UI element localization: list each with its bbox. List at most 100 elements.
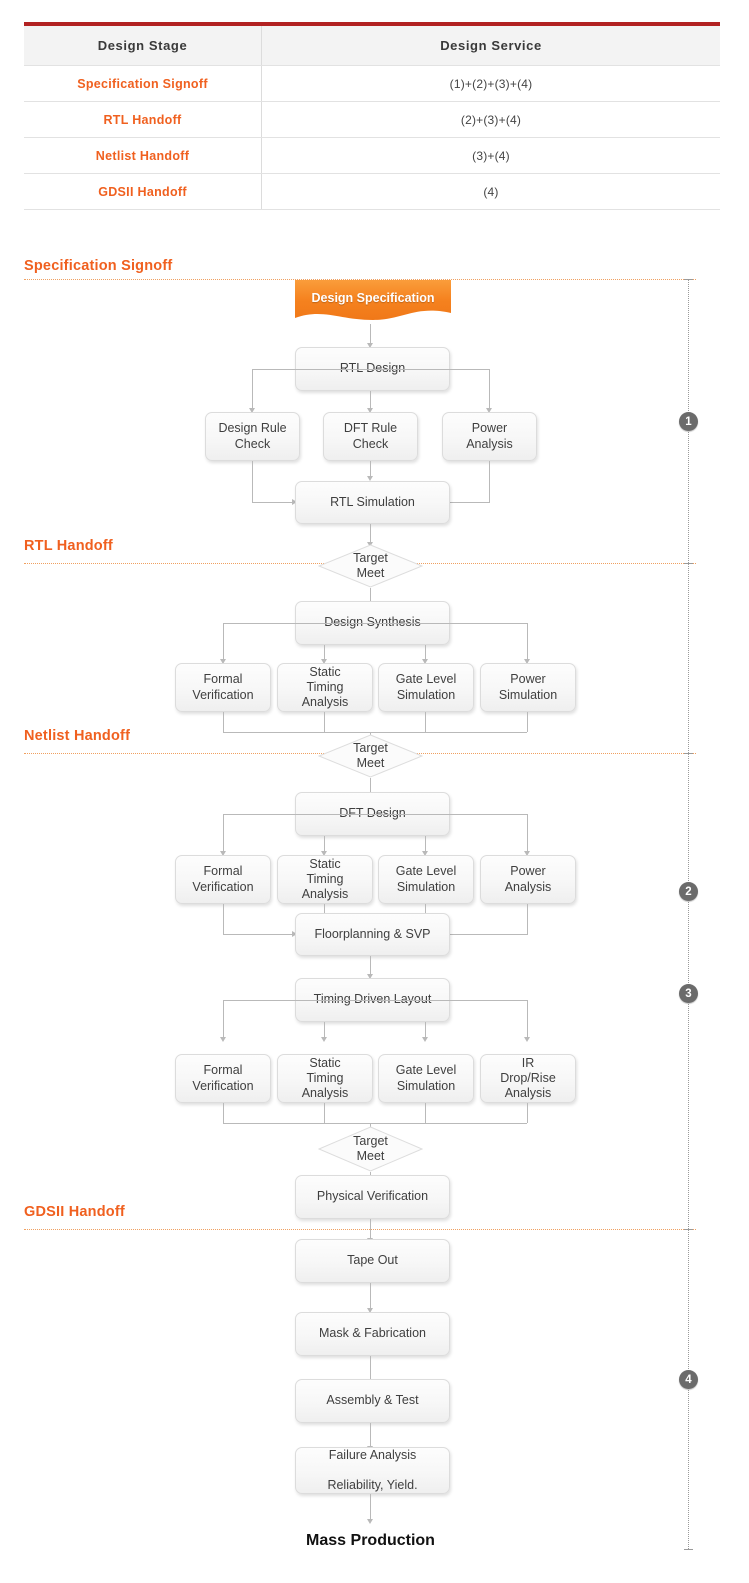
table-row: GDSII Handoff (4) — [24, 173, 720, 210]
connector — [425, 712, 426, 732]
connector — [324, 1103, 325, 1123]
design-flow-diagram: Specification Signoff RTL Handoff Netlis… — [0, 246, 749, 1583]
design-stage-table-wrapper: Design Stage Design Service Specificatio… — [24, 22, 720, 210]
ribbon-label: Design Specification — [311, 291, 435, 305]
connector — [223, 623, 527, 624]
node-floorplanning-svp[interactable]: Floorplanning & SVP — [295, 913, 450, 956]
decision-target-meet-2[interactable]: Target Meet — [318, 734, 423, 778]
node-rtl-simulation[interactable]: RTL Simulation — [295, 481, 450, 524]
connector — [425, 1022, 426, 1038]
connector — [223, 1000, 224, 1038]
stage-rail-tick — [684, 753, 693, 754]
arrow-head — [367, 974, 373, 979]
arrow-head — [422, 659, 428, 664]
table-cell-service: (3)+(4) — [261, 137, 720, 174]
connector — [223, 814, 527, 815]
table-cell-service: (4) — [261, 173, 720, 210]
decision-target-meet-1[interactable]: Target Meet — [318, 544, 423, 588]
node-physical-verification[interactable]: Physical Verification — [295, 1175, 450, 1219]
step-number-1: 1 — [679, 412, 698, 431]
connector — [324, 1022, 325, 1038]
stage-rail-tick — [684, 1549, 693, 1550]
table-header-design-service: Design Service — [261, 26, 720, 66]
connector — [370, 324, 371, 344]
section-label-netlist-handoff: Netlist Handoff — [24, 728, 131, 744]
arrow-head — [249, 408, 255, 413]
arrow-head — [292, 499, 297, 505]
mass-production-label: Mass Production — [306, 1532, 435, 1549]
connector — [324, 836, 325, 852]
connector — [527, 712, 528, 732]
connector — [527, 1000, 528, 1038]
connector — [370, 1172, 371, 1175]
arrow-head — [524, 659, 530, 664]
stage-rail-tick — [684, 279, 693, 280]
connector — [223, 934, 294, 935]
arrow-head — [486, 408, 492, 413]
connector — [489, 369, 490, 409]
table-cell-stage: RTL Handoff — [24, 101, 262, 138]
table-cell-stage: Specification Signoff — [24, 65, 262, 102]
connector — [370, 1219, 371, 1239]
decision-label: Target Meet — [353, 1134, 388, 1163]
step-number-4: 4 — [679, 1370, 698, 1389]
arrow-head — [321, 851, 327, 856]
table-top-rule — [24, 22, 720, 26]
connector — [223, 732, 527, 733]
connector — [252, 461, 253, 502]
connector — [324, 645, 325, 660]
connector — [223, 904, 224, 934]
connector — [223, 1103, 224, 1123]
arrow-head — [524, 851, 530, 856]
node-assembly-test[interactable]: Assembly & Test — [295, 1379, 450, 1423]
design-stage-table: Design Stage Design Service Specificatio… — [24, 26, 720, 210]
node-label: Failure Analysis Reliability, Yield. — [327, 1447, 418, 1493]
table-cell-service: (1)+(2)+(3)+(4) — [261, 65, 720, 102]
node-mask-fabrication[interactable]: Mask & Fabrication — [295, 1312, 450, 1356]
arrow-head — [321, 1037, 327, 1042]
table-cell-stage: Netlist Handoff — [24, 137, 262, 174]
arrow-head — [524, 1037, 530, 1042]
decision-target-meet-3[interactable]: Target Meet — [318, 1126, 423, 1172]
connector — [370, 369, 490, 370]
connector — [527, 1103, 528, 1123]
arrow-head — [220, 1037, 226, 1042]
connector — [252, 502, 294, 503]
connector — [527, 623, 528, 660]
arrow-head — [422, 1037, 428, 1042]
section-label-gdsii-handoff: GDSII Handoff — [24, 1204, 125, 1220]
design-specification-ribbon[interactable]: Design Specification — [295, 280, 451, 324]
step-number-3: 3 — [679, 984, 698, 1003]
arrow-head — [367, 476, 373, 481]
connector — [370, 588, 371, 606]
arrow-head — [367, 408, 373, 413]
table-row: RTL Handoff (2)+(3)+(4) — [24, 101, 720, 138]
table-header-row: Design Stage Design Service — [24, 26, 720, 66]
node-tape-out[interactable]: Tape Out — [295, 1239, 450, 1283]
node-failure-analysis[interactable]: Failure Analysis Reliability, Yield. — [295, 1447, 450, 1494]
